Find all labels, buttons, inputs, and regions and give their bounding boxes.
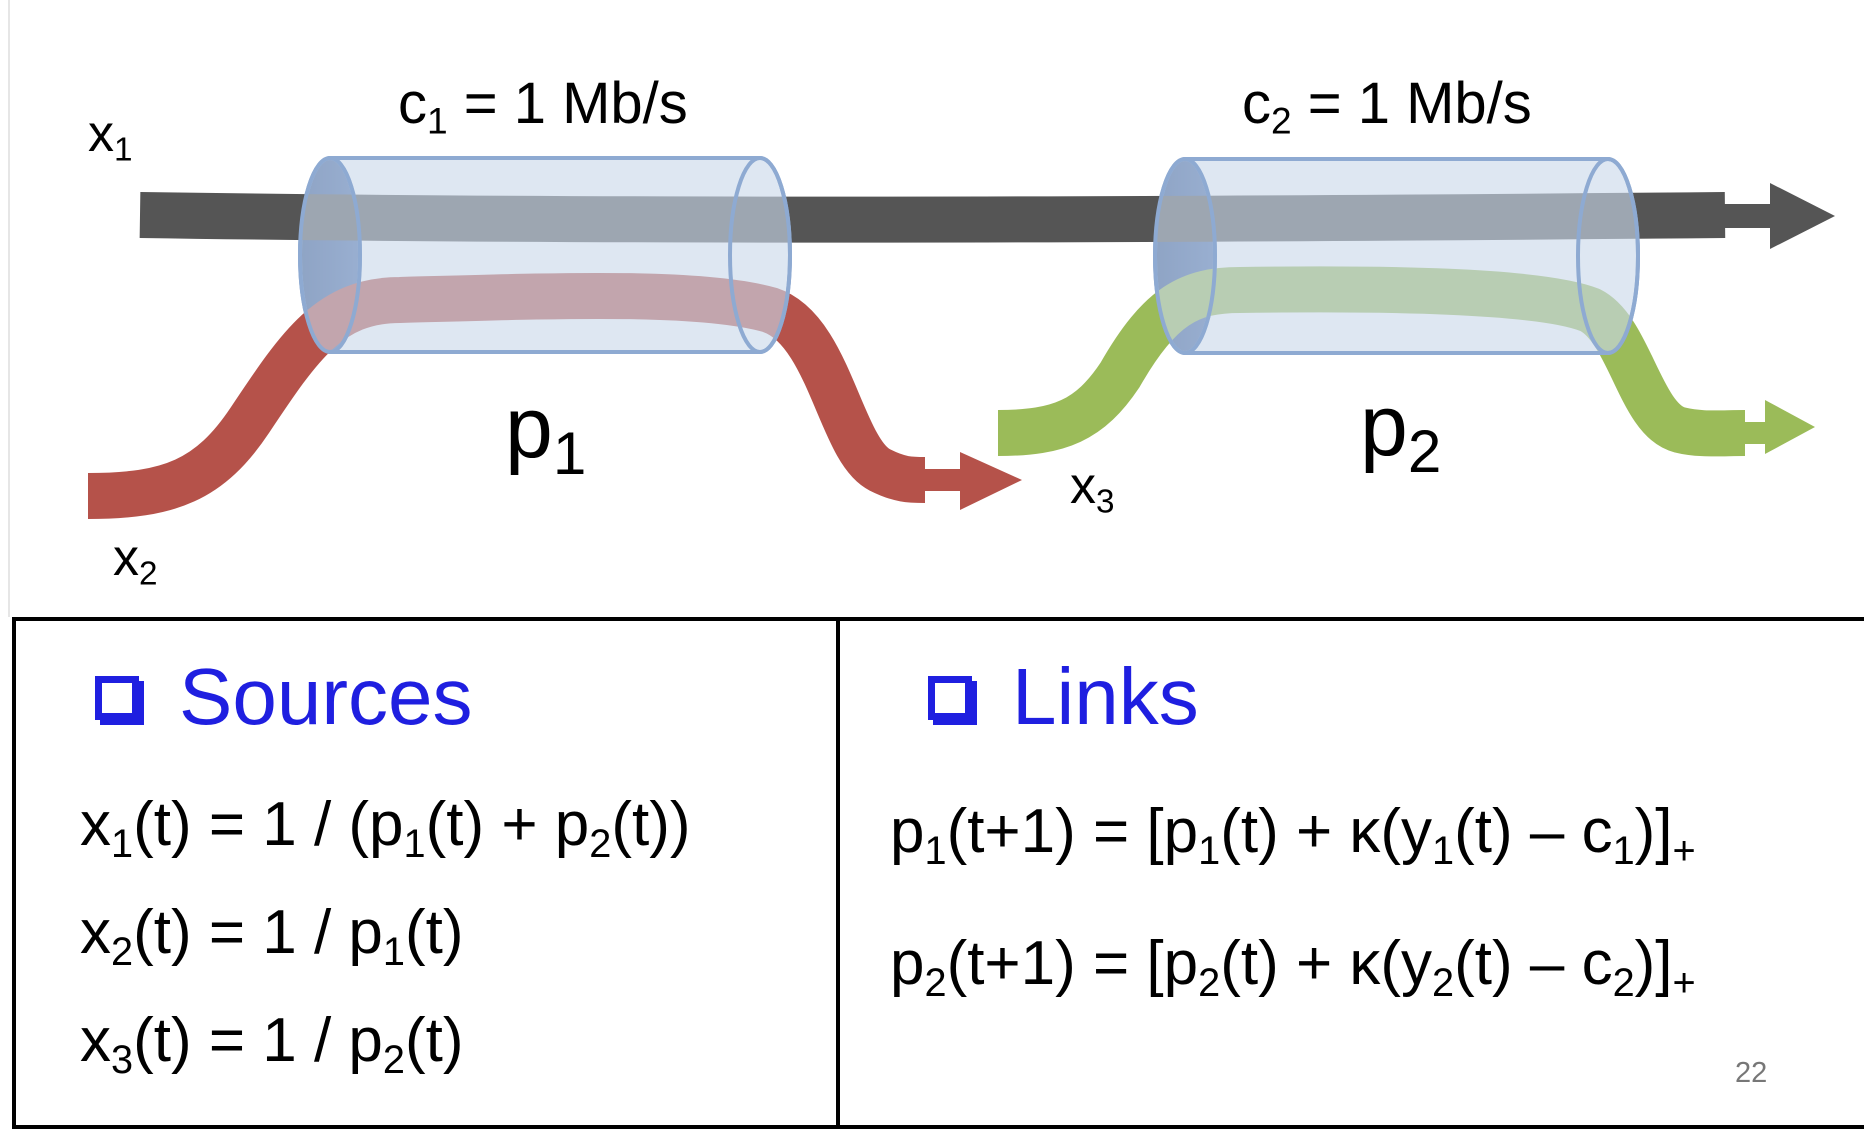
- equation-text: x: [80, 1006, 111, 1075]
- equation-subscript: 1: [1432, 828, 1455, 873]
- equation-text: p: [890, 797, 925, 866]
- flow-x1-label: x1: [88, 105, 133, 169]
- flow-x2-arrow-stem: [925, 469, 965, 491]
- equation-text: (t) = 1 / (p: [133, 790, 404, 859]
- equation-subscript: 2: [924, 960, 947, 1005]
- equation-text: )]: [1634, 797, 1673, 866]
- equation-subscript: 1: [403, 821, 426, 866]
- equation-text: (t) + κ(y: [1220, 929, 1433, 998]
- panel-divider: [836, 619, 840, 1129]
- equation-subscript: 2: [1432, 960, 1455, 1005]
- equation-text: (t) = 1 / p: [133, 898, 383, 967]
- equation-subscript: 2: [111, 929, 134, 974]
- equation-text: (t) – c: [1454, 797, 1613, 866]
- equation-subscript: 1: [382, 929, 405, 974]
- links-heading: Links: [928, 657, 1199, 737]
- equation-text: (t): [404, 1006, 464, 1075]
- equation-text: )]: [1634, 929, 1673, 998]
- equation-subscript: 1: [111, 821, 134, 866]
- flow-x1-arrow-stem: [1720, 204, 1770, 228]
- link-1-capacity-label: c1 = 1 Mb/s: [398, 71, 688, 142]
- source-equation-3: x3(t) = 1 / p2(t): [80, 1010, 464, 1080]
- link-1-rim: [329, 156, 362, 354]
- equation-subscript: 3: [111, 1037, 134, 1082]
- equation-subscript: 1: [1612, 828, 1635, 873]
- checkbox-bullet-icon: [95, 676, 139, 720]
- link-1-price-label: p1: [505, 380, 587, 487]
- link-2-capacity-label: c2 = 1 Mb/s: [1242, 71, 1532, 142]
- equation-text: (t): [404, 898, 464, 967]
- flow-x3-arrow-stem: [1740, 422, 1770, 444]
- source-equation-1: x1(t) = 1 / (p1(t) + p2(t)): [80, 794, 691, 864]
- equation-subscript: 1: [1198, 828, 1221, 873]
- equation-text: (t) = 1 / p: [133, 1006, 383, 1075]
- equation-subscript: 2: [1198, 960, 1221, 1005]
- flow-x3-label: x3: [1070, 457, 1115, 521]
- link-2-front-cap: [1576, 157, 1640, 355]
- equation-text: (t+1) = [p: [946, 929, 1199, 998]
- link-equation-1: p1(t+1) = [p1(t) + κ(y1(t) – c1)]+: [890, 801, 1696, 871]
- link-equation-2: p2(t+1) = [p2(t) + κ(y2(t) – c2)]+: [890, 933, 1696, 1003]
- equations-panel: [12, 617, 1864, 1129]
- equation-text: p: [890, 929, 925, 998]
- equation-subscript: 2: [589, 821, 612, 866]
- equation-subscript: 2: [382, 1037, 405, 1082]
- link-1-tube: [298, 156, 792, 354]
- slide-edge: [8, 0, 10, 617]
- link-1-front-cap: [728, 156, 792, 354]
- equation-text: (t) + κ(y: [1220, 797, 1433, 866]
- sources-heading: Sources: [95, 657, 472, 737]
- equation-text: (t) – c: [1454, 929, 1613, 998]
- link-2-price-label: p2: [1360, 378, 1442, 485]
- link-2-rim: [1184, 157, 1217, 355]
- flow-x1-arrowhead: [1770, 183, 1835, 249]
- flow-x2-arrowhead: [960, 452, 1022, 510]
- flow-x2-label: x2: [113, 529, 158, 593]
- checkbox-bullet-icon: [928, 676, 972, 720]
- equation-subscript: +: [1672, 828, 1696, 873]
- equation-text: (t+1) = [p: [946, 797, 1199, 866]
- equation-text: x: [80, 790, 111, 859]
- page-number: 22: [1735, 1057, 1768, 1089]
- equation-text: x: [80, 898, 111, 967]
- equation-subscript: +: [1672, 960, 1696, 1005]
- equation-text: (t)): [611, 790, 691, 859]
- equation-subscript: 2: [1612, 960, 1635, 1005]
- network-diagram: [87, 156, 1835, 519]
- source-equation-2: x2(t) = 1 / p1(t): [80, 902, 464, 972]
- link-2-tube: [1153, 157, 1640, 355]
- flow-x3-arrowhead: [1765, 400, 1815, 454]
- equation-text: (t) + p: [425, 790, 590, 859]
- equation-subscript: 1: [924, 828, 947, 873]
